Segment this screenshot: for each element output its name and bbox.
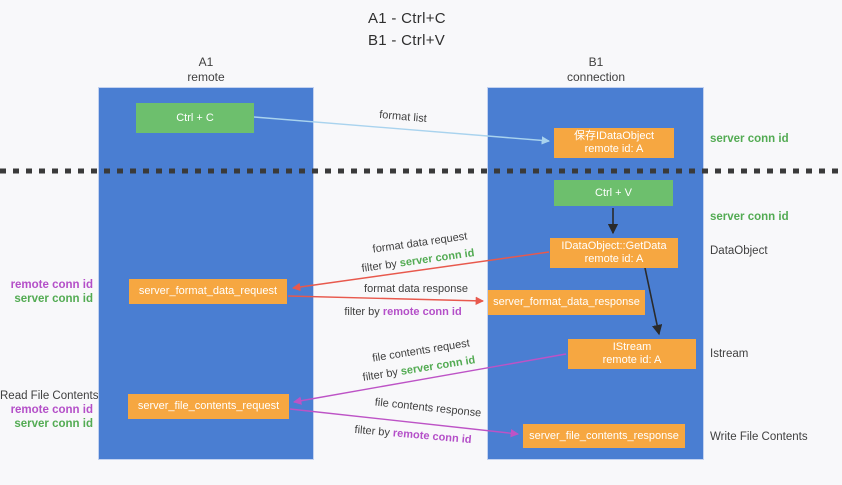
diagram-title: A1 - Ctrl+C B1 - Ctrl+V xyxy=(368,8,446,52)
server-format-data-request-label: server_format_data_request xyxy=(138,285,278,297)
server-format-data-response-box: server_format_data_response xyxy=(488,290,645,315)
server-file-contents-response-box: server_file_contents_response xyxy=(523,424,685,448)
filter-by-text: filter by xyxy=(344,306,380,318)
ctrl-v-label: Ctrl + V xyxy=(595,186,632,199)
remote-conn-id-label: remote conn id xyxy=(10,279,93,291)
format-data-response-arrow xyxy=(287,295,485,306)
getdata-title: IDataObject::GetData xyxy=(561,240,667,252)
getdata-to-istream-arrow xyxy=(644,267,663,336)
istream-title: IStream xyxy=(612,341,652,353)
lane-header-a1: A1 remote xyxy=(98,55,314,85)
save-idataobject-box: 保存IDataObject remote id: A xyxy=(554,128,674,158)
lane-header-b1: B1 connection xyxy=(488,55,704,85)
remote-conn-id-label: remote conn id xyxy=(10,404,93,416)
file-request-conn-labels: Read File Contents remote conn id server… xyxy=(0,389,99,431)
server-conn-id-label: server conn id xyxy=(14,418,93,430)
title-line-2: B1 - Ctrl+V xyxy=(368,32,446,49)
format-list-arrow xyxy=(253,116,551,145)
ctrl-c-box: Ctrl + C xyxy=(136,103,254,133)
file-contents-response-arrow xyxy=(289,408,520,438)
istream-box: IStream remote id: A xyxy=(568,339,696,369)
server-file-contents-request-label: server_file_contents_request xyxy=(137,400,280,412)
lane-a1-role: remote xyxy=(187,70,225,84)
dataobject-label: DataObject xyxy=(710,245,768,257)
server-file-contents-response-label: server_file_contents_response xyxy=(529,429,679,442)
server-format-data-response-label: server_format_data_response xyxy=(493,296,640,308)
write-file-contents-label: Write File Contents xyxy=(710,431,808,443)
remote-conn-id-text: remote conn id xyxy=(382,306,462,318)
ctrl-v-box: Ctrl + V xyxy=(554,180,673,206)
istream-side-label: Istream xyxy=(710,348,749,360)
getdata-subtitle: remote id: A xyxy=(584,253,644,265)
file-contents-request-arrow xyxy=(292,353,567,405)
format-request-conn-labels: remote conn id server conn id xyxy=(0,278,93,306)
read-file-contents-label: Read File Contents xyxy=(0,390,99,402)
server-conn-id-label-top: server conn id xyxy=(710,133,789,145)
format-data-response-filter-label: filter by remote conn id xyxy=(344,306,461,318)
server-file-contents-request-box: server_file_contents_request xyxy=(128,394,289,419)
lane-b1-role: connection xyxy=(566,70,626,84)
format-data-request-arrow xyxy=(291,251,550,292)
save-idataobject-subtitle: remote id: A xyxy=(584,143,644,155)
server-format-data-request-box: server_format_data_request xyxy=(129,279,287,304)
format-data-response-label: format data response xyxy=(364,283,468,295)
save-idataobject-title: 保存IDataObject xyxy=(573,130,655,142)
server-conn-id-label: server conn id xyxy=(14,293,93,305)
istream-subtitle: remote id: A xyxy=(602,354,662,366)
ctrl-c-label: Ctrl + C xyxy=(176,111,214,124)
getdata-box: IDataObject::GetData remote id: A xyxy=(550,238,678,268)
lane-b1-name: B1 xyxy=(588,55,604,69)
server-conn-id-label-mid: server conn id xyxy=(710,211,789,223)
lane-a1-name: A1 xyxy=(198,55,214,69)
title-line-1: A1 - Ctrl+C xyxy=(368,10,446,27)
